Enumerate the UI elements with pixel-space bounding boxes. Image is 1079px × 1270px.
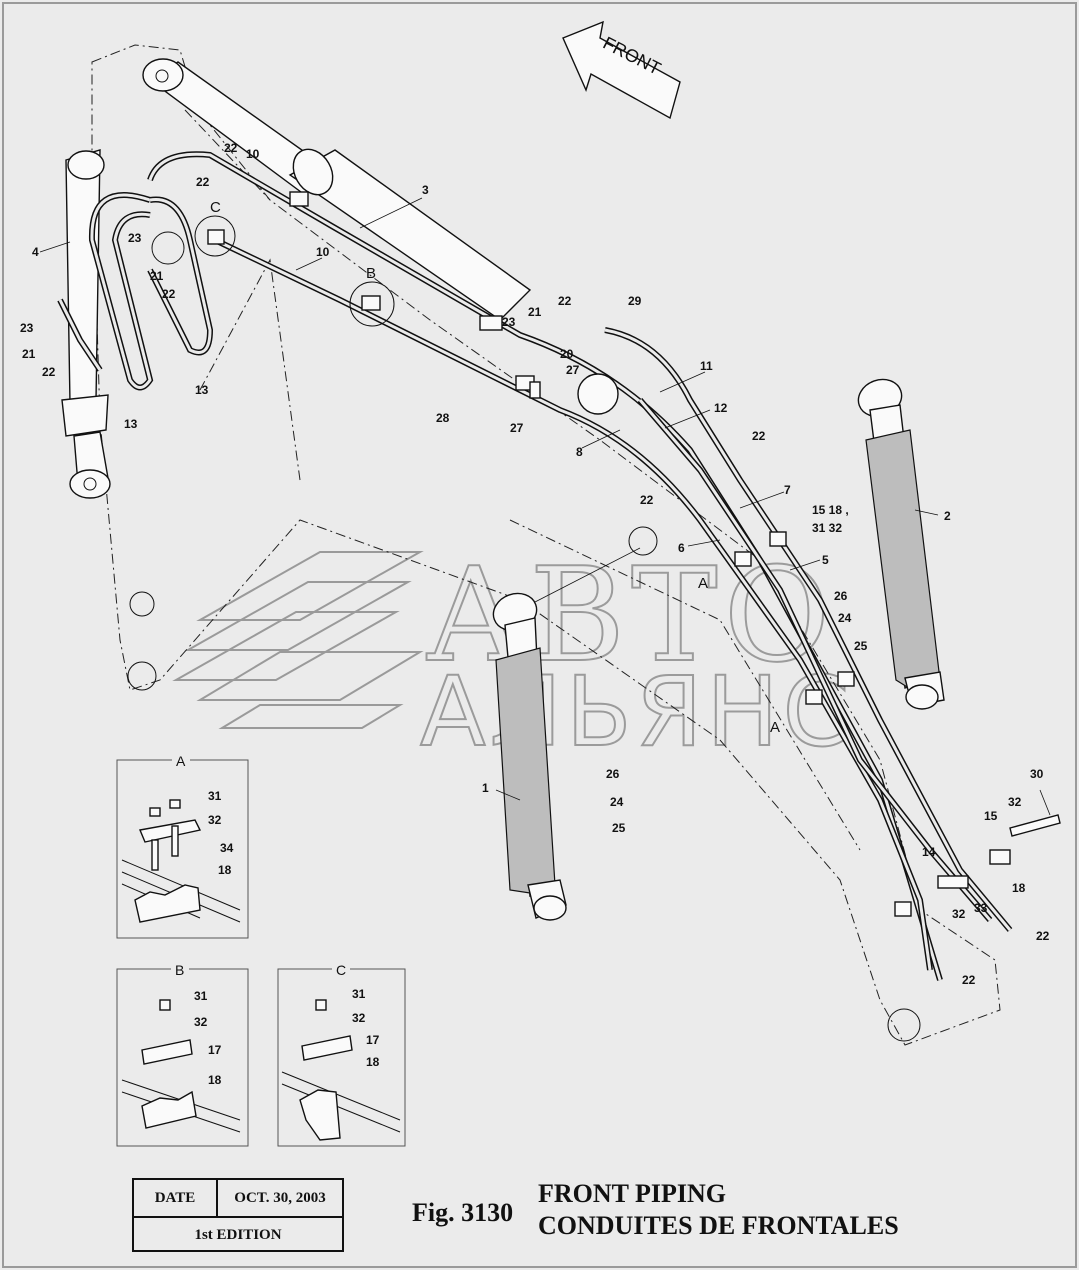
cylinder-4 xyxy=(61,149,111,499)
label-26b: 26 xyxy=(606,767,620,781)
label-22a: 22 xyxy=(224,141,238,155)
label-27a: 27 xyxy=(566,363,580,377)
label-6: 6 xyxy=(678,541,685,555)
label-22i: 22 xyxy=(962,973,976,987)
inset-a-label-31: 31 xyxy=(208,789,222,803)
clamps xyxy=(207,191,1061,917)
label-1: 1 xyxy=(482,781,489,795)
label-23c: 23 xyxy=(502,315,516,329)
date-label: DATE xyxy=(134,1180,218,1216)
label-4: 4 xyxy=(32,245,39,259)
label-a-detail-2: A xyxy=(770,719,780,736)
label-3: 3 xyxy=(422,183,429,197)
label-33: 33 xyxy=(974,901,988,915)
label-7: 7 xyxy=(784,483,791,497)
inset-c-label-32: 32 xyxy=(352,1011,366,1025)
detail-circle-b xyxy=(349,281,395,327)
inset-a: A 31 32 34 18 xyxy=(116,752,249,939)
figure-title: FRONT PIPING CONDUITES DE FRONTALES xyxy=(538,1178,899,1242)
label-22c: 22 xyxy=(162,287,176,301)
inset-b-title: B xyxy=(175,962,184,978)
inset-c-label-17: 17 xyxy=(366,1033,380,1047)
figure-title-fr: CONDUITES DE FRONTALES xyxy=(538,1211,899,1240)
watermark-line2: АЛЬЯНС xyxy=(420,656,854,768)
detail-circle-c xyxy=(194,215,236,257)
label-22g: 22 xyxy=(640,493,654,507)
cylinder-1 xyxy=(492,592,567,921)
label-5: 5 xyxy=(822,553,829,567)
inset-c-label-31: 31 xyxy=(352,987,366,1001)
label-32b: 32 xyxy=(952,907,966,921)
label-30: 30 xyxy=(1030,767,1044,781)
label-10a: 10 xyxy=(246,147,260,161)
label-21a: 21 xyxy=(150,269,164,283)
inset-b: B 31 32 17 18 xyxy=(116,961,249,1147)
label-27b: 27 xyxy=(510,421,524,435)
label-22b: 22 xyxy=(196,175,210,189)
label-b-detail: B xyxy=(366,265,376,282)
label-31-32: 31 32 xyxy=(812,521,842,535)
part-labels: 3 10 22 22 C 4 23 21 22 23 21 22 13 13 1… xyxy=(20,141,1050,987)
label-22f: 22 xyxy=(752,429,766,443)
title-block: DATE OCT. 30, 2003 1st EDITION xyxy=(132,1178,344,1252)
label-15-18: 15 18 , xyxy=(812,503,849,517)
label-15: 15 xyxy=(984,809,998,823)
label-22h: 22 xyxy=(1036,929,1050,943)
inset-b-label-17: 17 xyxy=(208,1043,222,1057)
inset-c: C 31 32 17 18 xyxy=(277,961,406,1147)
label-14: 14 xyxy=(922,845,936,859)
label-24a: 24 xyxy=(838,611,852,625)
front-arrow: FRONT xyxy=(562,20,681,120)
label-23b: 23 xyxy=(20,321,34,335)
label-11: 11 xyxy=(700,359,713,373)
label-10b: 10 xyxy=(316,245,330,259)
label-29: 29 xyxy=(628,294,642,308)
edition-label: 1st EDITION xyxy=(194,1226,282,1243)
label-12: 12 xyxy=(714,401,728,415)
label-21b: 21 xyxy=(22,347,36,361)
label-21c: 21 xyxy=(528,305,542,319)
label-13b: 13 xyxy=(124,417,138,431)
inset-b-label-18: 18 xyxy=(208,1073,222,1087)
inset-c-label-18: 18 xyxy=(366,1055,380,1069)
inset-a-label-18: 18 xyxy=(218,863,232,877)
label-26a: 26 xyxy=(834,589,848,603)
label-c-detail: C xyxy=(210,199,221,216)
detail-circle-c-left xyxy=(151,231,185,265)
inset-a-label-32: 32 xyxy=(208,813,222,827)
cylinder-2 xyxy=(857,378,945,710)
label-25a: 25 xyxy=(854,639,868,653)
figure-number: Fig. 3130 xyxy=(412,1198,514,1227)
label-24b: 24 xyxy=(610,795,624,809)
label-2: 2 xyxy=(944,509,951,523)
hydraulic-pipes xyxy=(57,151,1013,981)
label-25b: 25 xyxy=(612,821,626,835)
inset-c-title: C xyxy=(336,962,346,978)
label-18: 18 xyxy=(1012,881,1026,895)
watermark-logo xyxy=(172,551,424,729)
callout-lines xyxy=(39,197,1051,816)
inset-a-title: A xyxy=(176,753,186,769)
label-20: 20 xyxy=(560,347,574,361)
label-22e: 22 xyxy=(558,294,572,308)
label-23a: 23 xyxy=(128,231,142,245)
label-8: 8 xyxy=(576,445,583,459)
inset-a-label-34: 34 xyxy=(220,841,234,855)
label-32a: 32 xyxy=(1008,795,1022,809)
label-13a: 13 xyxy=(195,383,209,397)
date-value: OCT. 30, 2003 xyxy=(234,1189,326,1206)
label-22d: 22 xyxy=(42,365,56,379)
inset-b-label-31: 31 xyxy=(194,989,208,1003)
label-28: 28 xyxy=(436,411,450,425)
label-a-detail-1: A xyxy=(698,575,708,592)
inset-b-label-32: 32 xyxy=(194,1015,208,1029)
figure-title-en: FRONT PIPING xyxy=(538,1179,727,1208)
cylinder-3 xyxy=(142,58,532,321)
